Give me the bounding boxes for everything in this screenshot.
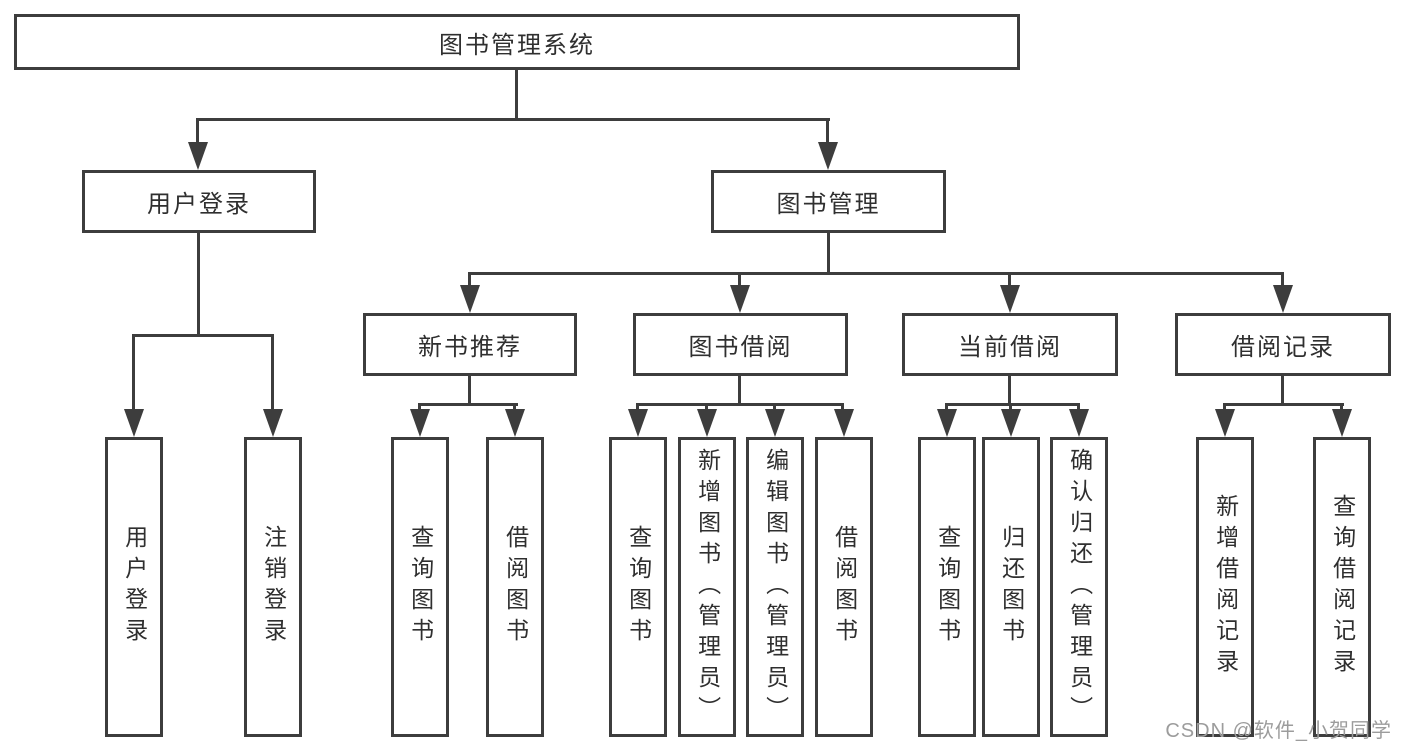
node-label: 查询图书	[625, 525, 652, 649]
leaf-user-login: 用户登录	[105, 437, 163, 737]
node-label: 查询借阅记录	[1329, 494, 1356, 680]
arrowhead-icon	[1215, 409, 1235, 437]
csdn-watermark: CSDN @软件_小贺同学	[1165, 720, 1392, 742]
arrowhead-icon	[460, 285, 480, 313]
connector-line	[132, 334, 135, 412]
node-label: 用户登录	[147, 191, 251, 218]
arrowhead-icon	[1000, 285, 1020, 313]
connector-line	[418, 403, 421, 413]
node-label: 用户登录	[121, 525, 148, 649]
node-book-management: 图书管理	[711, 170, 946, 233]
connector-line	[827, 233, 830, 275]
connector-line	[1281, 272, 1284, 288]
connector-line	[1223, 403, 1226, 413]
connector-line	[1223, 403, 1344, 406]
node-label: 确认归还（管理员）	[1066, 447, 1093, 727]
arrowhead-icon	[1001, 409, 1021, 437]
connector-line	[945, 403, 948, 413]
leaf-logout: 注销登录	[244, 437, 302, 737]
node-borrowing-records: 借阅记录	[1175, 313, 1391, 376]
node-label: 图书管理	[776, 191, 881, 218]
connector-line	[738, 376, 741, 406]
node-label: 借阅图书	[502, 525, 529, 649]
connector-line	[196, 118, 830, 121]
arrowhead-icon	[124, 409, 144, 437]
node-label: 查询图书	[407, 525, 434, 649]
node-label: 归还图书	[998, 525, 1025, 649]
connector-line	[197, 233, 200, 337]
connector-line	[636, 403, 844, 406]
leaf-query-borrow-record: 查询借阅记录	[1313, 437, 1371, 737]
connector-line	[773, 403, 776, 413]
connector-line	[705, 403, 708, 413]
connector-line	[826, 118, 829, 148]
leaf-query-books-current: 查询图书	[918, 437, 976, 737]
leaf-return-books: 归还图书	[982, 437, 1040, 737]
node-label: 当前借阅	[958, 334, 1062, 361]
node-current-borrowing: 当前借阅	[902, 313, 1118, 376]
arrowhead-icon	[1332, 409, 1352, 437]
node-label: 借阅记录	[1231, 334, 1335, 361]
node-label: 图书管理系统	[439, 31, 595, 59]
arrowhead-icon	[628, 409, 648, 437]
node-label: 新增借阅记录	[1212, 494, 1239, 680]
connector-line	[841, 403, 844, 413]
arrowhead-icon	[818, 142, 838, 170]
connector-line	[196, 118, 199, 148]
connector-line	[1340, 403, 1343, 413]
connector-line	[1009, 403, 1012, 413]
connector-line	[1077, 403, 1080, 413]
connector-line	[1008, 376, 1011, 406]
connector-line	[418, 403, 518, 406]
connector-line	[1281, 376, 1284, 406]
node-label: 新增图书（管理员）	[694, 447, 721, 727]
node-label: 注销登录	[260, 525, 287, 649]
leaf-borrow-books-recommend: 借阅图书	[486, 437, 544, 737]
arrowhead-icon	[1273, 285, 1293, 313]
arrowhead-icon	[1069, 409, 1089, 437]
connector-line	[738, 272, 741, 288]
node-label: 查询图书	[934, 525, 961, 649]
connector-line	[468, 272, 471, 288]
arrowhead-icon	[730, 285, 750, 313]
arrowhead-icon	[410, 409, 430, 437]
node-label: 新书推荐	[418, 334, 522, 361]
node-user-login: 用户登录	[82, 170, 316, 233]
node-new-book-recommendation: 新书推荐	[363, 313, 577, 376]
leaf-query-books-recommend: 查询图书	[391, 437, 449, 737]
connector-line	[636, 403, 639, 413]
connector-line	[271, 334, 274, 412]
arrowhead-icon	[697, 409, 717, 437]
node-library-management-system: 图书管理系统	[14, 14, 1020, 70]
leaf-add-borrow-record: 新增借阅记录	[1196, 437, 1254, 737]
connector-line	[468, 376, 471, 406]
connector-line	[945, 403, 1080, 406]
node-book-borrowing: 图书借阅	[633, 313, 848, 376]
leaf-edit-books-admin: 编辑图书（管理员）	[746, 437, 804, 737]
node-label: 借阅图书	[831, 525, 858, 649]
leaf-add-books-admin: 新增图书（管理员）	[678, 437, 736, 737]
leaf-confirm-return-admin: 确认归还（管理员）	[1050, 437, 1108, 737]
leaf-borrow-books-borrowing: 借阅图书	[815, 437, 873, 737]
leaf-query-books-borrowing: 查询图书	[609, 437, 667, 737]
arrowhead-icon	[263, 409, 283, 437]
connector-line	[515, 68, 518, 121]
connector-line	[1008, 272, 1011, 288]
arrowhead-icon	[765, 409, 785, 437]
connector-line	[132, 334, 274, 337]
arrowhead-icon	[937, 409, 957, 437]
arrowhead-icon	[834, 409, 854, 437]
connector-line	[468, 272, 1284, 275]
arrowhead-icon	[188, 142, 208, 170]
arrowhead-icon	[505, 409, 525, 437]
node-label: 编辑图书（管理员）	[762, 447, 789, 727]
node-label: 图书借阅	[688, 334, 793, 361]
connector-line	[513, 403, 516, 413]
